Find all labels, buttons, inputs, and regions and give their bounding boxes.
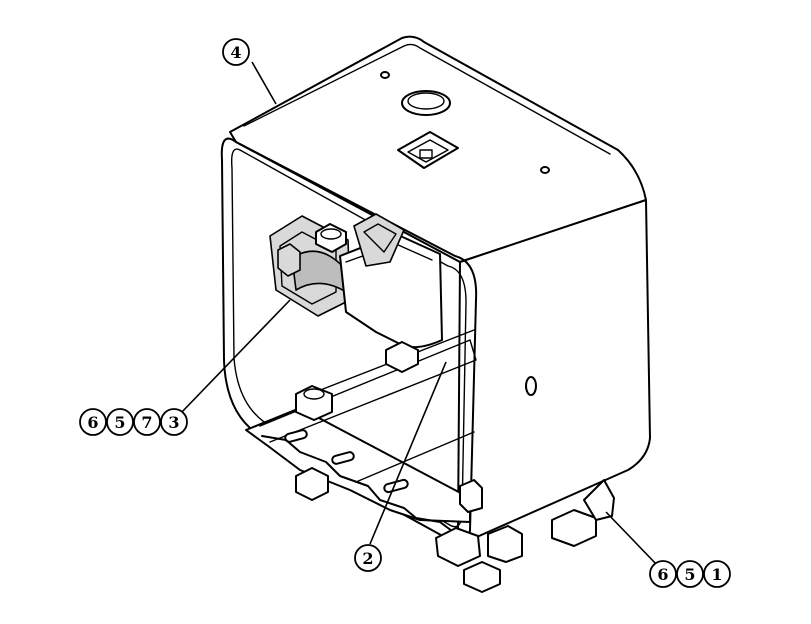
callout-2-circle [354, 544, 382, 572]
top-large-hole [401, 90, 451, 116]
foot-washer-front [487, 525, 523, 563]
clamp-bolt-top [320, 228, 342, 240]
foot-nut-front-lower [463, 561, 501, 593]
callout-6573-label-2: 5 [114, 413, 125, 432]
base-slot-3 [383, 478, 409, 494]
callout-4-label: 4 [230, 43, 241, 62]
callout-6573-circle-1 [79, 408, 107, 436]
callout-651: 6 5 1 [649, 560, 731, 588]
housing-top-edge [243, 43, 611, 155]
callout-6573-label-4: 3 [168, 413, 179, 432]
base-plate-rib-2 [355, 431, 475, 483]
foot-nut-right [551, 509, 597, 547]
foot-stud-right [583, 479, 615, 521]
callout-651-circle-1 [649, 560, 677, 588]
callout-4: 4 [222, 38, 250, 66]
side-small-hole [525, 376, 537, 396]
foot-nut-left [295, 467, 329, 501]
terminal-lower-nut [385, 341, 419, 373]
base-slot-2 [331, 451, 355, 465]
base-plate-inner-ledge [259, 339, 477, 443]
base-bolt-top [303, 388, 325, 400]
base-front-flange [261, 435, 457, 535]
cable-clamp-inner [279, 231, 337, 305]
leader-2 [369, 361, 447, 545]
callout-6573-label-1: 6 [87, 413, 98, 432]
callout-2: 2 [354, 544, 382, 572]
base-plate [245, 329, 477, 535]
callout-2-label: 2 [362, 549, 373, 568]
callout-651-label-2: 5 [684, 565, 695, 584]
mounting-nuts [295, 467, 615, 593]
callout-6573-label-3: 7 [141, 413, 152, 432]
top-connector-tab [419, 149, 433, 159]
terminal-contact [353, 213, 405, 267]
leader-651 [605, 511, 659, 567]
callout-651-circle-2 [676, 560, 704, 588]
callout-6573-circle-3 [133, 408, 161, 436]
foot-nut-front-upper [435, 527, 481, 567]
callout-4-circle [222, 38, 250, 66]
base-plate-top [245, 407, 471, 523]
leader-4 [251, 61, 277, 105]
base-slot-1 [284, 429, 308, 443]
callout-6573-circle-4 [160, 408, 188, 436]
callout-651-circle-3 [703, 560, 731, 588]
top-small-hole-left [380, 71, 390, 79]
top-large-hole-inner [407, 92, 445, 110]
top-small-hole-right [540, 166, 550, 174]
leader-6573 [179, 299, 291, 415]
callout-651-label-1: 6 [657, 565, 668, 584]
foot-stud-middle [459, 479, 483, 513]
callout-6573-circle-2 [106, 408, 134, 436]
clamp-nut [277, 243, 301, 277]
callout-6573: 6 5 7 3 [79, 408, 188, 436]
terminal-contact-inner [363, 223, 397, 253]
callout-651-label-3: 1 [711, 565, 722, 584]
internal-components [269, 213, 443, 421]
base-bolt-nut [295, 385, 333, 421]
